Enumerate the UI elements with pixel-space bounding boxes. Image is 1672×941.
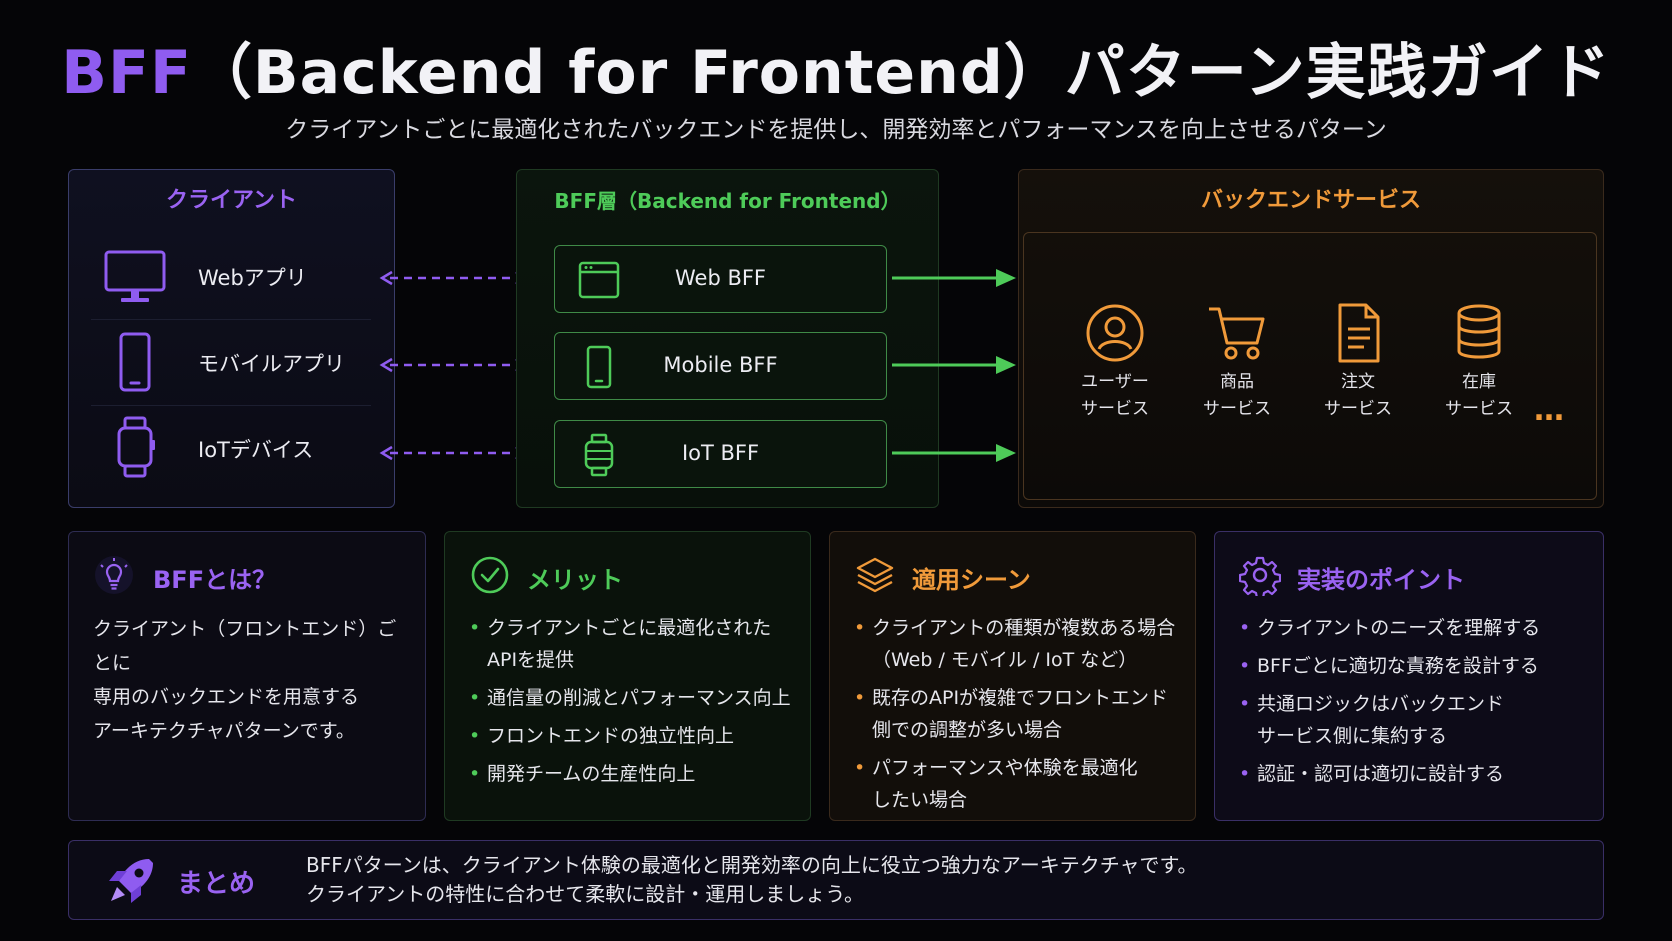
monitor-icon	[104, 250, 166, 302]
point-item: 共通ロジックはバックエンド サービス側に集約する	[1239, 688, 1589, 752]
service-label-product: 商品 サービス	[1203, 372, 1271, 419]
card-merits-title: メリット	[527, 566, 623, 594]
clients-panel: クライアント Webアプリ モバイルアプリ IoTデバイス	[68, 169, 395, 508]
point-item: 認証・認可は適切に設計する	[1239, 758, 1589, 790]
card-use-cases: 適用シーン クライアントの種類が複数ある場合 （Web / モバイル / IoT…	[829, 531, 1196, 821]
bff-box-web: Web BFF	[554, 245, 887, 313]
bff-label-web: Web BFF	[674, 266, 767, 290]
page-title: BFF（Backend for Frontend）パターン実践ガイド	[0, 24, 1672, 111]
client-label-web: Webアプリ	[198, 266, 307, 290]
card-points-title: 実装のポイント	[1297, 566, 1465, 594]
service-product: 商品 サービス	[1182, 301, 1292, 423]
client-row-mobile: モバイルアプリ	[91, 320, 371, 406]
page-subtitle: クライアントごとに最適化されたバックエンドを提供し、開発効率とパフォーマンスを向…	[285, 117, 1387, 143]
document-icon	[1338, 303, 1380, 363]
card-what-is-bff: BFFとは？ クライアント（フロントエンド）ごとに 専用のバックエンドを用意する…	[68, 531, 426, 821]
card-what-body: クライアント（フロントエンド）ごとに 専用のバックエンドを用意する アーキテクチ…	[93, 618, 397, 742]
bff-box-iot: IoT BFF	[554, 420, 887, 488]
usecase-item: クライアントの種類が複数ある場合 （Web / モバイル / IoT など）	[854, 612, 1181, 676]
service-label-inventory: 在庫 サービス	[1445, 372, 1513, 419]
merit-item: 通信量の削減とパフォーマンス向上	[469, 682, 796, 714]
bff-backend-arrows	[892, 269, 1016, 462]
cart-icon	[1209, 307, 1265, 360]
clients-heading: クライアント	[165, 188, 298, 213]
database-icon	[1457, 304, 1501, 359]
browser-window-icon	[578, 261, 620, 299]
backend-heading: バックエンドサービス	[1200, 188, 1421, 213]
summary-bar: まとめ BFFパターンは、クライアント体験の最適化と開発効率の向上に役立つ強力な…	[68, 840, 1604, 920]
client-row-web: Webアプリ	[91, 234, 371, 320]
smartphone-icon	[119, 332, 151, 392]
card-implementation-points: 実装のポイント クライアントのニーズを理解する BFFごとに適切な責務を設計する…	[1214, 531, 1604, 821]
lightbulb-icon	[95, 556, 133, 594]
service-label-order: 注文 サービス	[1324, 372, 1392, 419]
card-what-title: BFFとは？	[153, 566, 277, 594]
user-icon	[1086, 304, 1144, 362]
points-list: クライアントのニーズを理解する BFFごとに適切な責務を設計する 共通ロジックは…	[1239, 612, 1589, 796]
title-accent: BFF	[61, 38, 192, 108]
usecase-item: 既存のAPIが複雑でフロントエンド 側での調整が多い場合	[854, 682, 1181, 746]
rocket-icon	[109, 859, 153, 903]
point-item: BFFごとに適切な責務を設計する	[1239, 650, 1589, 682]
layers-icon	[856, 557, 894, 593]
merits-list: クライアントごとに最適化された APIを提供 通信量の削減とパフォーマンス向上 …	[469, 612, 796, 796]
title-rest: （Backend for Frontend）パターン実践ガイド	[191, 38, 1611, 108]
point-item: クライアントのニーズを理解する	[1239, 612, 1589, 644]
smartwatch-icon	[117, 416, 155, 478]
service-label-user: ユーザー サービス	[1081, 372, 1149, 419]
card-merits: メリット クライアントごとに最適化された APIを提供 通信量の削減とパフォーマ…	[444, 531, 811, 821]
bff-box-mobile: Mobile BFF	[554, 332, 887, 400]
client-label-iot: IoTデバイス	[198, 438, 314, 462]
smartphone-icon	[586, 345, 612, 389]
usecase-item: パフォーマンスや体験を最適化 したい場合	[854, 752, 1181, 816]
more-services-ellipsis: …	[1534, 393, 1567, 428]
client-bff-connectors	[379, 270, 529, 461]
bff-label-mobile: Mobile BFF	[663, 353, 778, 377]
merit-item: フロントエンドの独立性向上	[469, 720, 796, 752]
card-usecases-title: 適用シーン	[912, 566, 1031, 594]
bff-heading: BFF層（Backend for Frontend）	[554, 189, 901, 213]
service-user: ユーザー サービス	[1060, 301, 1170, 423]
gear-icon	[1239, 556, 1281, 596]
check-circle-icon	[471, 556, 509, 594]
client-label-mobile: モバイルアプリ	[198, 352, 345, 376]
usecases-list: クライアントの種類が複数ある場合 （Web / モバイル / IoT など） 既…	[854, 612, 1181, 822]
service-inventory: 在庫 サービス	[1424, 301, 1534, 423]
backend-services-box: ユーザー サービス 商品 サービス 注文 サービス	[1023, 232, 1597, 500]
service-order: 注文 サービス	[1303, 301, 1413, 423]
bff-panel: BFF層（Backend for Frontend） Web BFF Mobil…	[516, 169, 939, 508]
summary-body: BFFパターンは、クライアント体験の最適化と開発効率の向上に役立つ強力なアーキテ…	[306, 853, 1198, 906]
merit-item: 開発チームの生産性向上	[469, 758, 796, 790]
summary-title: まとめ	[177, 869, 256, 899]
bff-label-iot: IoT BFF	[681, 441, 760, 465]
client-row-iot: IoTデバイス	[91, 406, 371, 492]
smartwatch-icon	[584, 433, 614, 477]
merit-item: クライアントごとに最適化された APIを提供	[469, 612, 796, 676]
backend-panel: バックエンドサービス ユーザー サービス 商品 サービス	[1018, 169, 1604, 508]
